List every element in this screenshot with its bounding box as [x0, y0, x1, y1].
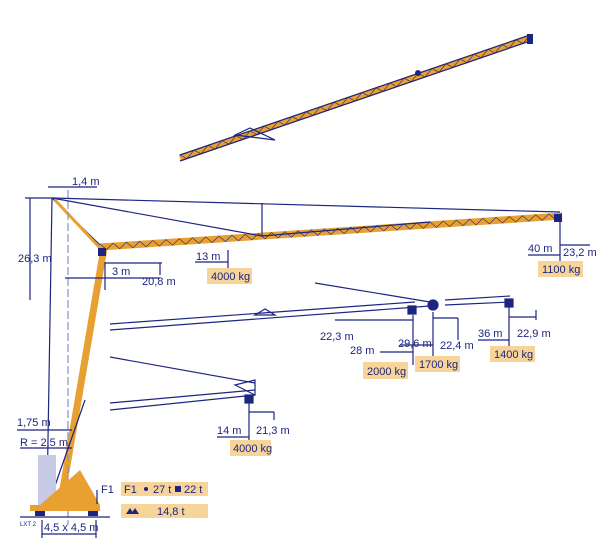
circle-icon — [144, 487, 148, 491]
ballast-icon — [126, 508, 139, 514]
load-36m: 1400 kg — [494, 349, 533, 361]
dim-hook-height-main: 20,8 m — [142, 276, 176, 288]
dimension-lines — [17, 186, 590, 538]
load-14m: 4000 kg — [233, 443, 272, 455]
table-ballast-value: 14,8 t — [157, 506, 185, 518]
dim-height-29-6: 22,4 m — [440, 340, 474, 352]
dim-height-40: 23,2 m — [563, 247, 597, 259]
dim-offset-3: 3 m — [112, 266, 130, 278]
table-f1-label: F1 — [124, 484, 137, 496]
table-f1-square: 22 t — [184, 484, 202, 496]
jib-config-28-36m — [109, 282, 514, 331]
table-f1-circle: 27 t — [153, 484, 171, 496]
dim-height-total: 26,3 m — [18, 253, 52, 265]
dim-radius-R: R = 2,5 m — [20, 437, 68, 449]
dim-radius-36: 36 m — [478, 328, 502, 340]
dimension-labels: 1,4 m 26,3 m 3 m 20,8 m 13 m 40 m 23,2 m… — [17, 176, 597, 534]
dim-radius-28: 28 m — [350, 345, 374, 357]
dim-offset-175: 1,75 m — [17, 417, 51, 429]
dim-height-14: 21,3 m — [256, 425, 290, 437]
dim-height-28: 22,3 m — [320, 331, 354, 343]
mast — [20, 190, 110, 525]
main-jib — [51, 197, 563, 256]
counterweight — [38, 455, 56, 505]
load-labels: 4000 kg 1100 kg 2000 kg 1700 kg 1400 kg … — [207, 261, 583, 456]
square-icon — [175, 486, 181, 492]
load-28m: 2000 kg — [367, 366, 406, 378]
model-label: LXT 2 — [20, 522, 37, 528]
raised-jib — [178, 34, 533, 162]
dim-radius-29-6: 29,6 m — [398, 338, 432, 350]
reaction-table: F1 27 t 22 t 14,8 t — [121, 482, 208, 518]
dim-radius-13: 13 m — [196, 251, 220, 263]
load-13m: 4000 kg — [211, 271, 250, 283]
dim-base: 4,5 x 4,5 m — [44, 522, 98, 534]
jib-config-14m — [109, 356, 256, 411]
load-40m: 1100 kg — [542, 264, 580, 276]
force-label: F1 — [101, 484, 114, 496]
dim-offset-top: 1,4 m — [72, 176, 100, 188]
dim-height-36: 22,9 m — [517, 328, 551, 340]
dim-radius-14: 14 m — [217, 425, 241, 437]
dim-radius-40: 40 m — [528, 243, 552, 255]
load-29-6m: 1700 kg — [419, 359, 458, 371]
